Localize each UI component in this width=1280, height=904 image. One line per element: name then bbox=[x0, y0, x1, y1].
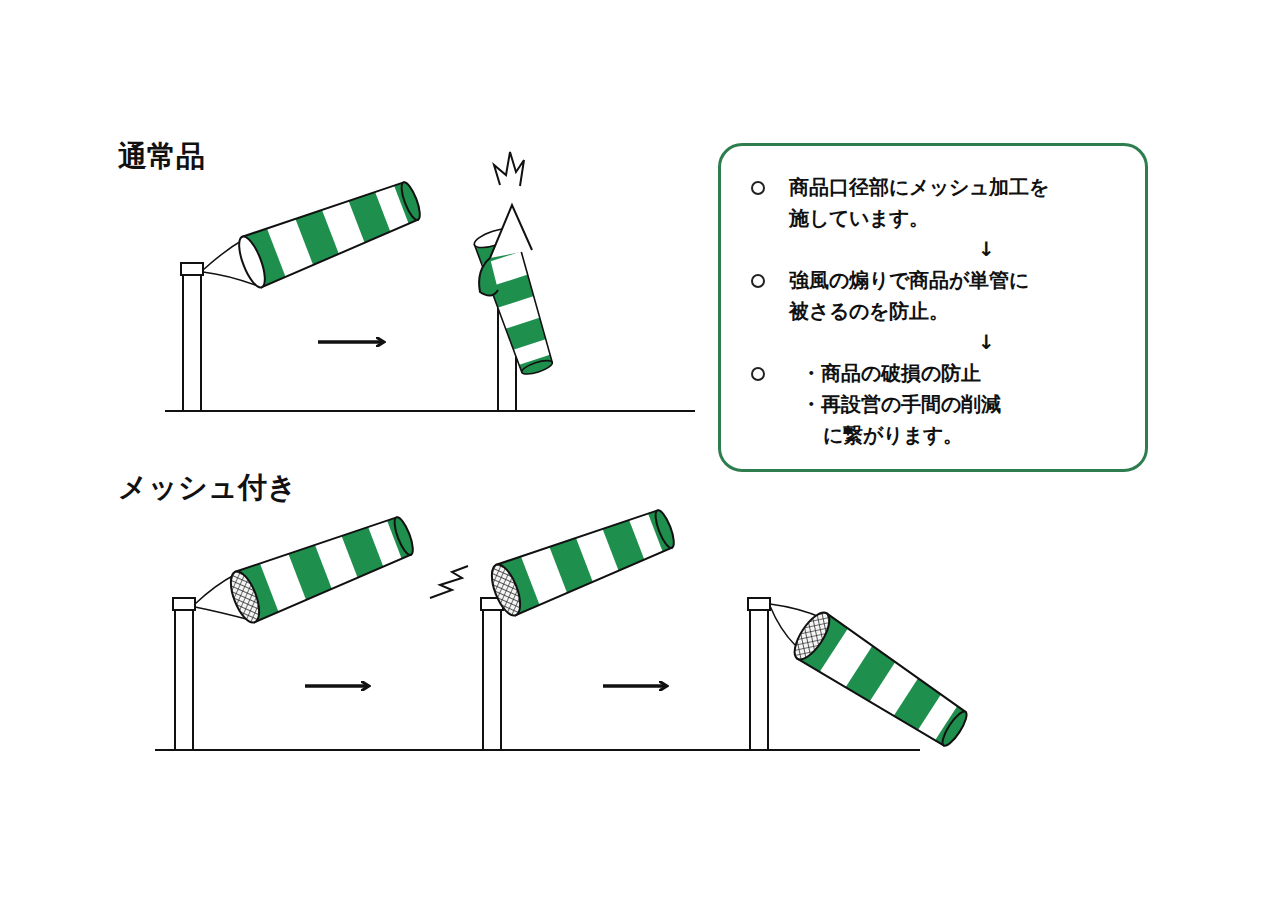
note-text: 商品口径部にメッシュ加工を施しています。 bbox=[789, 172, 1061, 234]
section-heading: 通常品 bbox=[118, 137, 205, 177]
windsock bbox=[233, 171, 427, 293]
note-box: 商品口径部にメッシュ加工を施しています。↓強風の煽りで商品が単管に被さるのを防止… bbox=[718, 143, 1148, 472]
windsock-fold bbox=[479, 258, 498, 296]
bullet-circle bbox=[751, 181, 765, 195]
windsock-mesh bbox=[786, 605, 976, 757]
note-text: に繋がります。 bbox=[823, 420, 963, 451]
arrow bbox=[603, 684, 666, 688]
flow-arrow-text: ↓ bbox=[978, 234, 995, 265]
note-text: ・再設営の手間の削減 bbox=[801, 389, 1001, 420]
flow-arrow-text: ↓ bbox=[978, 327, 995, 358]
pole bbox=[173, 598, 195, 750]
section-heading: メッシュ付き bbox=[118, 468, 297, 508]
ground-line bbox=[165, 410, 695, 412]
bullet-circle bbox=[751, 367, 765, 381]
bullet-circle bbox=[751, 274, 765, 288]
windsock-mesh bbox=[485, 499, 681, 622]
impact-mark bbox=[494, 152, 524, 186]
arrow bbox=[305, 684, 368, 688]
pole bbox=[481, 598, 503, 750]
arrow bbox=[318, 340, 383, 344]
pole bbox=[181, 263, 203, 411]
ground-line bbox=[155, 749, 920, 751]
note-text: ・商品の破損の防止 bbox=[801, 358, 981, 389]
note-text: 強風の煽りで商品が単管に被さるのを防止。 bbox=[789, 265, 1041, 327]
pole bbox=[748, 598, 770, 750]
windsock-fold bbox=[490, 205, 532, 258]
impact-mark bbox=[430, 566, 468, 598]
windsock-mesh bbox=[224, 506, 420, 629]
